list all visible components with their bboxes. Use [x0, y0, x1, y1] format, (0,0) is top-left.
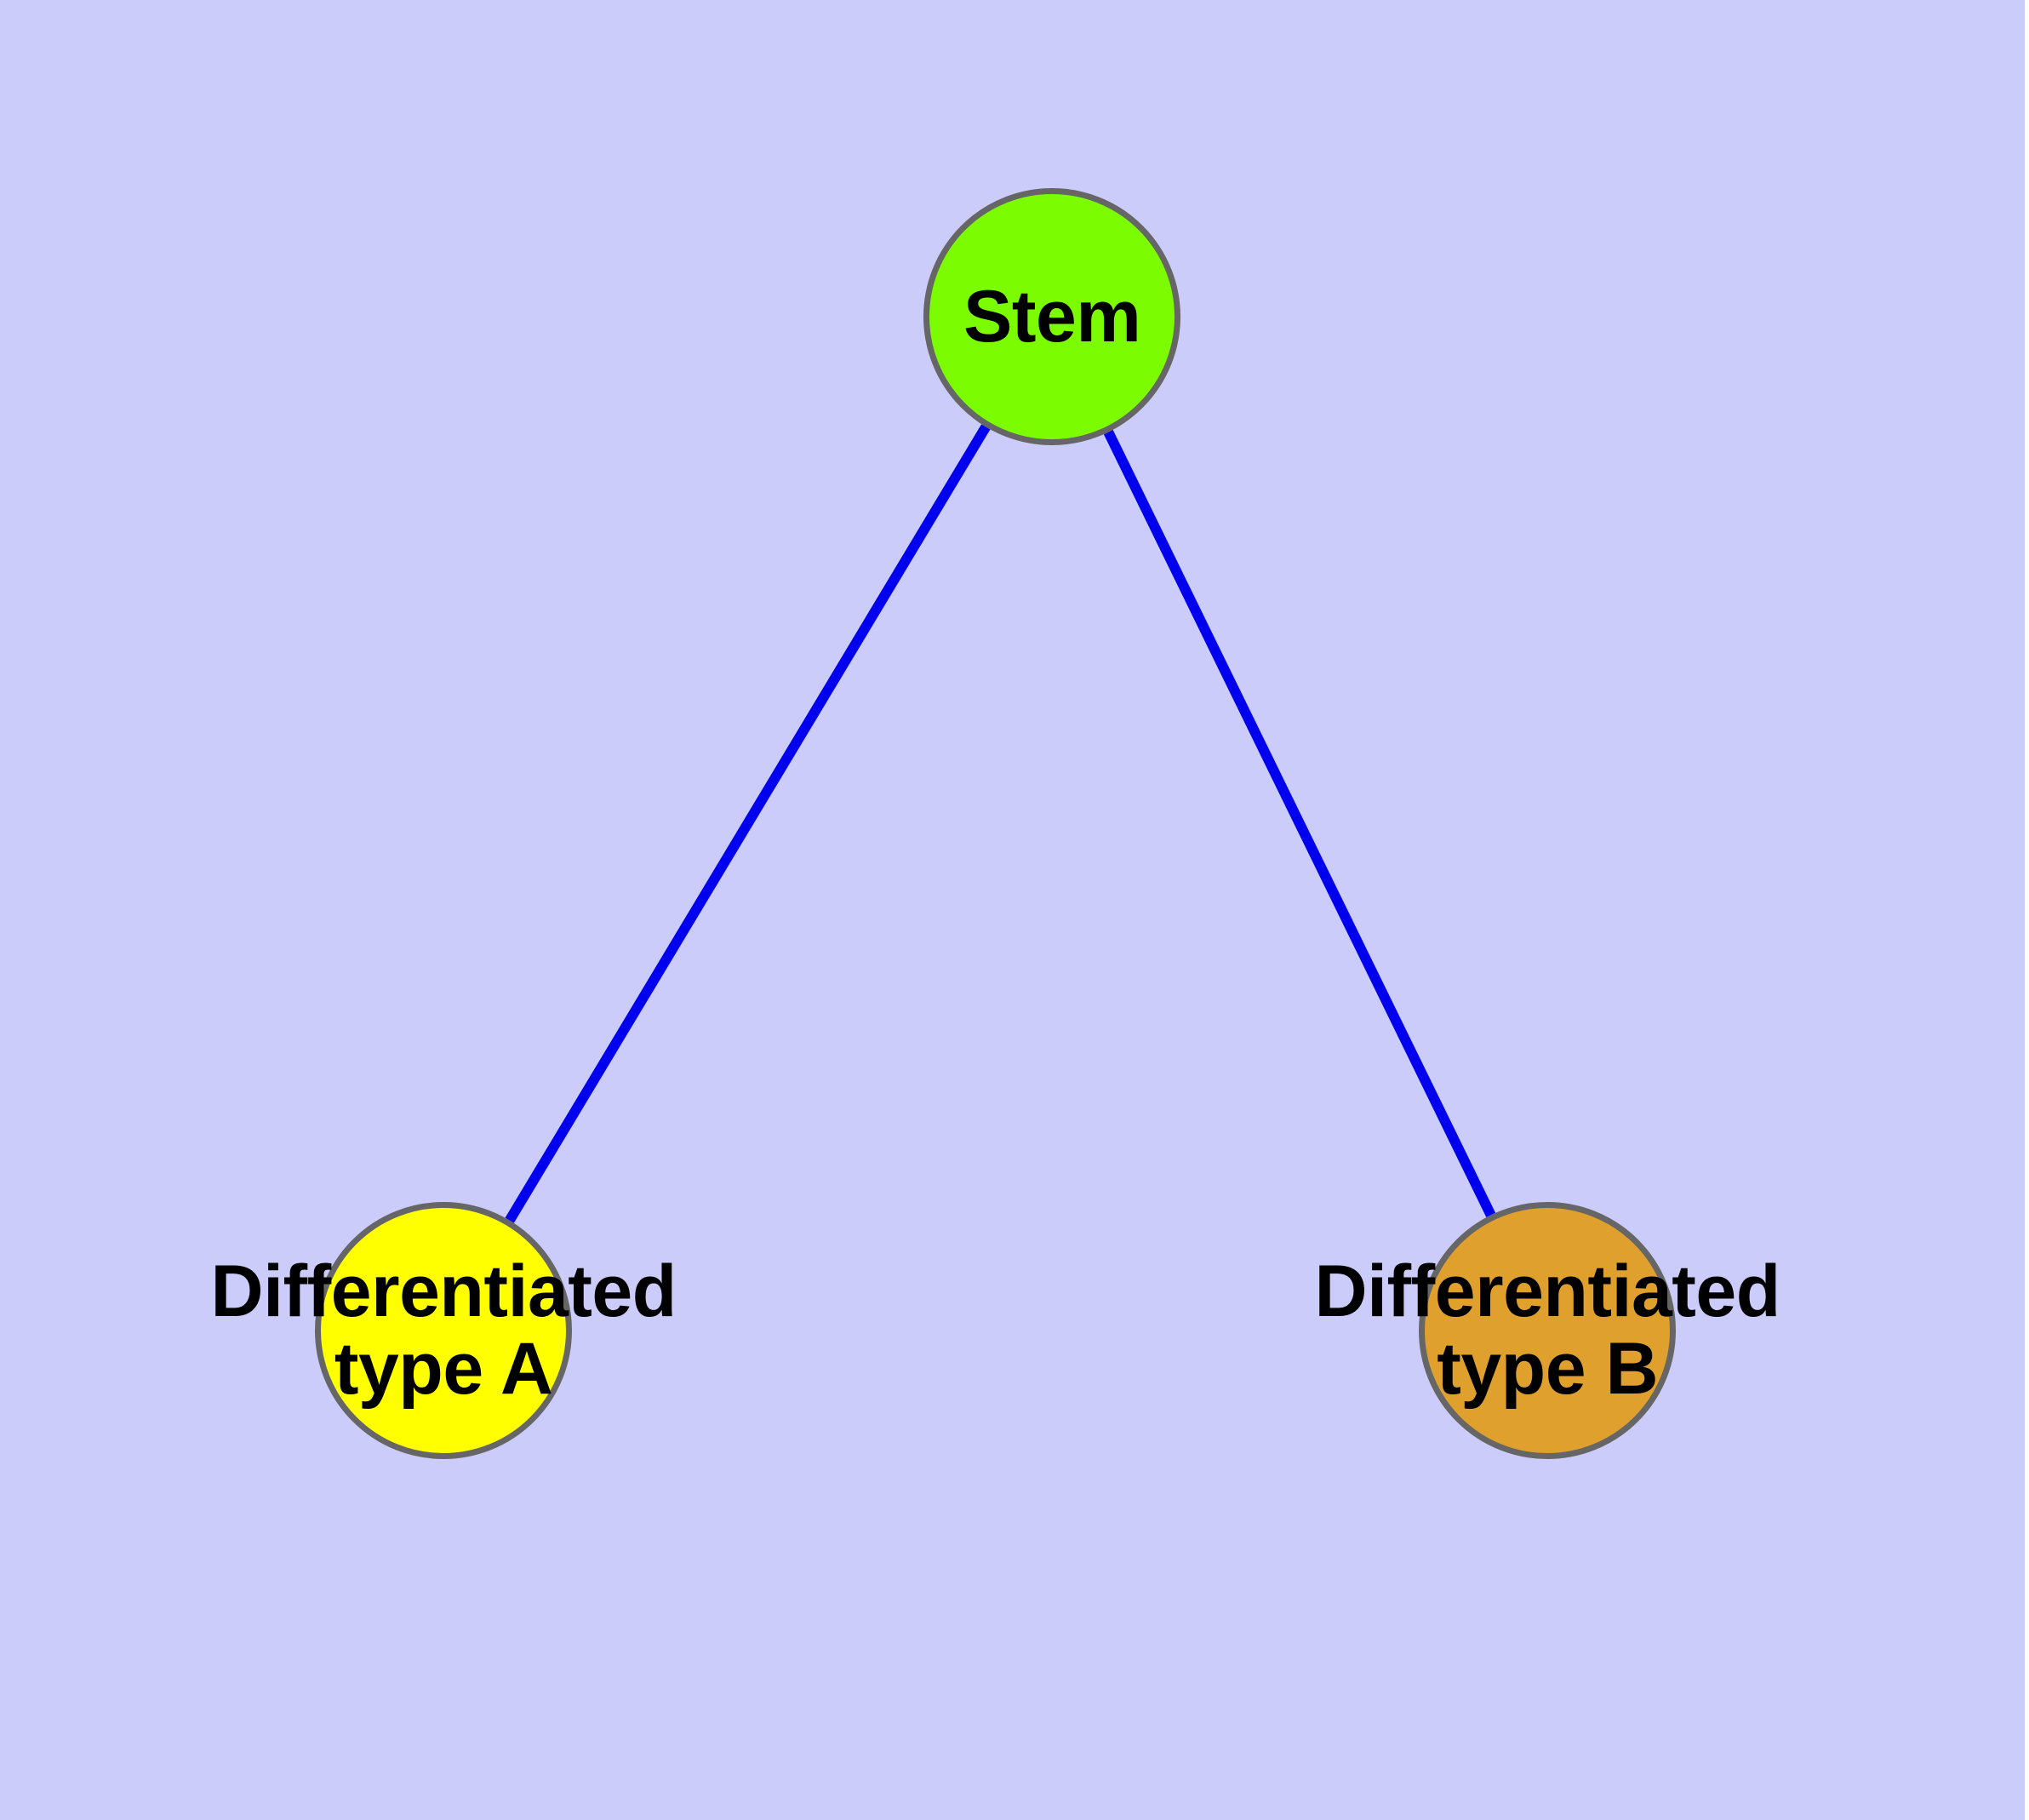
edge-group: [505, 424, 1496, 1223]
node-stem[interactable]: [923, 188, 1180, 445]
node-differentiated-type-b[interactable]: [1419, 1202, 1676, 1459]
node-group: [315, 188, 1676, 1459]
edge-stem-to-differentiated-type-a[interactable]: [505, 424, 991, 1223]
node-differentiated-type-a[interactable]: [315, 1202, 572, 1459]
edge-stem-to-differentiated-type-b[interactable]: [1103, 430, 1496, 1217]
